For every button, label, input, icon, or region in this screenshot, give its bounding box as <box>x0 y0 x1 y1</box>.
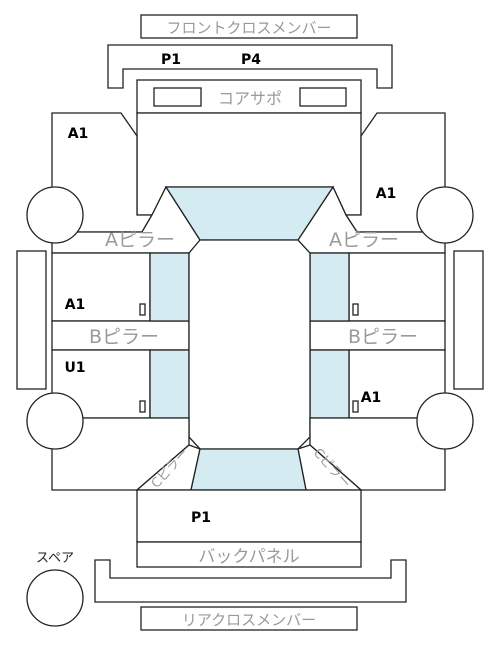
rear-cross-member-box[interactable] <box>140 606 358 631</box>
spare-label: スペア <box>36 551 74 566</box>
left-a-pillar-label: Aピラー <box>105 229 175 251</box>
rear-window[interactable] <box>190 448 307 491</box>
left-front-door[interactable] <box>51 252 151 322</box>
right-front-window[interactable] <box>309 252 350 322</box>
back-panel-label: バックパネル <box>198 547 299 567</box>
left-rear-door-code: U1 <box>64 360 85 376</box>
front-member-code-1: P1 <box>161 52 181 68</box>
trunk-code: P1 <box>191 510 211 526</box>
rear-left-wheel[interactable] <box>26 392 84 450</box>
back-panel[interactable] <box>136 541 362 568</box>
front-member-bracket[interactable] <box>107 44 393 89</box>
core-support-right-slot <box>299 87 347 107</box>
rear-member-bracket[interactable] <box>94 559 407 603</box>
right-b-pillar[interactable] <box>309 320 446 351</box>
front-member-code-2: P4 <box>241 52 261 68</box>
front-right-wheel[interactable] <box>416 186 474 244</box>
right-front-fender-code: A1 <box>376 186 397 202</box>
trunk-lid[interactable] <box>136 489 362 543</box>
right-rear-door-code: A1 <box>361 390 382 406</box>
right-a-pillar-label: Aピラー <box>329 229 399 251</box>
right-rear-door-handle <box>352 400 359 413</box>
core-support-label: コアサポ <box>218 89 282 108</box>
right-side-mirror[interactable] <box>453 250 484 390</box>
right-b-pillar-label: Bピラー <box>348 326 418 348</box>
left-b-pillar-label: Bピラー <box>89 326 159 348</box>
rear-cross-member-label: リアクロスメンバー <box>182 611 316 629</box>
front-left-wheel[interactable] <box>26 186 84 244</box>
left-side-mirror[interactable] <box>16 250 47 390</box>
right-front-door-handle <box>352 303 359 316</box>
left-b-pillar[interactable] <box>51 320 190 351</box>
front-cross-member-box[interactable] <box>140 14 358 39</box>
left-front-door-handle <box>139 303 146 316</box>
right-front-door[interactable] <box>348 252 446 322</box>
left-front-door-code: A1 <box>65 297 86 313</box>
core-support-left-slot <box>153 87 202 107</box>
left-front-window[interactable] <box>149 252 190 322</box>
rear-right-wheel[interactable] <box>416 392 474 450</box>
right-rear-window[interactable] <box>309 349 350 419</box>
spare-tire[interactable] <box>26 569 84 627</box>
left-rear-window[interactable] <box>149 349 190 419</box>
left-front-fender-code: A1 <box>68 126 89 142</box>
roof[interactable] <box>188 239 311 450</box>
front-cross-member-label: フロントクロスメンバー <box>166 19 331 37</box>
left-rear-door-handle <box>139 400 146 413</box>
